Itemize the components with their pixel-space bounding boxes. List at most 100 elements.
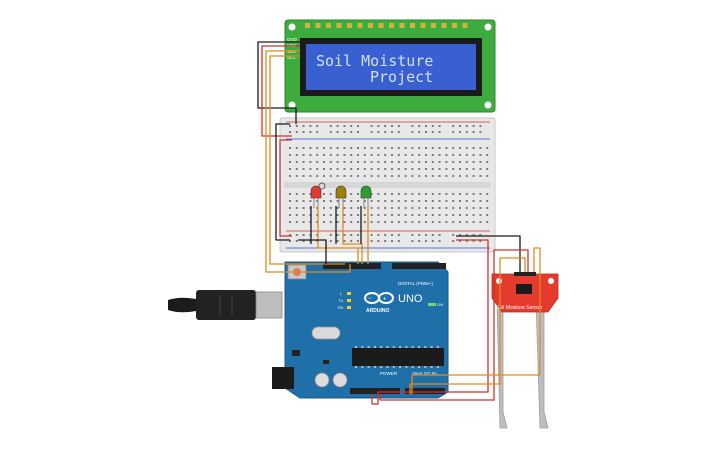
wire-sensor-vcc-2: [379, 249, 529, 401]
mounting-hole: [484, 23, 492, 31]
arduino-uno-board[interactable]: DIGITAL (PWM~) − + UNO ARDUINO L TX RX O…: [272, 261, 449, 399]
wire-led-yellow: [342, 206, 363, 264]
bb-hole: [431, 125, 434, 127]
bb-hole: [486, 221, 489, 223]
bb-hole: [411, 131, 414, 133]
bb-hole: [309, 125, 312, 127]
bb-hole: [411, 175, 414, 177]
digital-header-low: [392, 263, 446, 269]
led-red: [310, 185, 322, 208]
bb-hole: [486, 147, 489, 149]
bb-hole: [459, 200, 461, 202]
bb-hole: [431, 154, 434, 156]
bb-hole: [377, 221, 380, 223]
led-label-l: L: [340, 291, 343, 296]
bb-hole: [309, 154, 312, 156]
breadboard[interactable]: [279, 117, 496, 253]
bb-hole: [397, 168, 400, 170]
lcd-pad: [399, 23, 405, 28]
bb-hole: [316, 154, 319, 156]
led-green: [360, 185, 372, 208]
bb-hole: [445, 200, 448, 202]
bb-hole: [445, 175, 448, 177]
bb-hole: [418, 193, 421, 195]
smd-component: [323, 360, 329, 364]
bb-hole: [377, 207, 380, 209]
bb-hole: [472, 193, 475, 195]
bb-hole: [289, 125, 291, 127]
bb-hole: [465, 234, 468, 236]
bb-hole: [431, 207, 434, 209]
bb-hole: [459, 207, 461, 209]
bb-hole: [316, 240, 319, 242]
bb-hole: [295, 193, 298, 195]
bb-hole: [323, 193, 325, 195]
bb-hole: [411, 161, 414, 163]
bb-hole: [329, 214, 332, 216]
bb-hole: [452, 207, 455, 209]
wire-sensor-a0: [409, 257, 526, 394]
bb-hole: [397, 154, 400, 156]
bb-hole: [452, 147, 455, 149]
bb-hole: [363, 214, 366, 216]
wire-sensor-vcc: [371, 239, 489, 405]
bb-hole: [323, 214, 325, 216]
bb-hole: [350, 161, 353, 163]
wire-lcd-sda: [265, 50, 351, 273]
bb-hole: [391, 154, 393, 156]
bb-hole: [302, 221, 305, 223]
bb-hole: [391, 175, 393, 177]
bb-hole: [316, 214, 319, 216]
svg-text:−: −: [368, 296, 372, 302]
wire-lcd-gnd: [257, 41, 300, 124]
bb-hole: [323, 200, 325, 202]
bb-hole: [418, 234, 421, 236]
soil-moisture-sensor[interactable]: Soil Moisture Sensor: [491, 272, 559, 429]
bb-hole: [438, 131, 441, 133]
crystal-oscillator: [311, 326, 341, 340]
wire-lcd-vcc: [261, 45, 300, 137]
bb-hole: [357, 154, 359, 156]
bb-hole: [472, 154, 475, 156]
bb-hole: [302, 161, 305, 163]
bb-hole: [459, 221, 461, 223]
bb-hole: [323, 154, 325, 156]
bb-hole: [384, 175, 387, 177]
bb-hole: [472, 207, 475, 209]
bb-hole: [343, 234, 346, 236]
bb-hole: [445, 221, 448, 223]
bb-hole: [343, 168, 346, 170]
bb-hole: [459, 193, 461, 195]
bb-hole: [397, 221, 400, 223]
bb-hole: [411, 154, 414, 156]
bb-hole: [425, 200, 427, 202]
bb-hole: [316, 147, 319, 149]
bb-hole: [336, 131, 339, 133]
bb-hole: [357, 161, 359, 163]
bb-hole: [425, 207, 427, 209]
digital-label: DIGITAL (PWM~): [398, 281, 433, 286]
bb-hole: [329, 175, 332, 177]
bb-hole: [425, 193, 427, 195]
bb-hole: [452, 200, 455, 202]
bb-hole: [465, 240, 468, 242]
lcd-module[interactable]: Soil Moisture Project GND VCC SDA SCL: [284, 19, 496, 113]
bb-hole: [302, 125, 305, 127]
bb-hole: [411, 221, 414, 223]
bb-hole: [363, 168, 366, 170]
lcd-pin-label-gnd: GND: [287, 37, 298, 42]
bb-hole: [431, 214, 434, 216]
usb-connector-plug: [255, 291, 283, 319]
bb-hole: [289, 168, 291, 170]
bb-hole: [452, 161, 455, 163]
bb-hole: [377, 193, 380, 195]
wire-rail-vcc: [279, 139, 292, 237]
bb-hole: [425, 221, 427, 223]
bb-hole: [350, 147, 353, 149]
bb-hole: [336, 161, 339, 163]
bb-hole: [316, 234, 319, 236]
lcd-line-1: Soil Moisture: [316, 52, 433, 70]
bb-hole: [404, 147, 407, 149]
bb-hole: [465, 154, 468, 156]
